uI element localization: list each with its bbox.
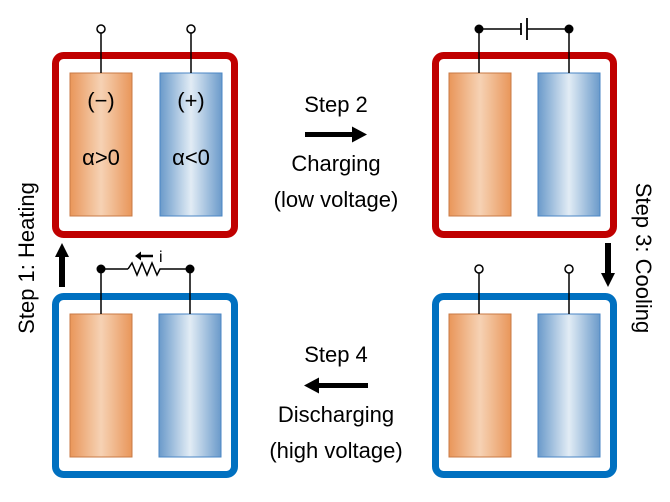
junction-dot-icon <box>96 264 106 274</box>
step4-desc-line2: (high voltage) <box>269 438 402 463</box>
cell-bottom-right <box>432 264 617 478</box>
open-terminal-icon <box>564 264 574 274</box>
step1-label: Step 1: Heating <box>14 182 39 334</box>
resistor-icon <box>127 261 163 277</box>
current-arrow-icon <box>135 251 153 261</box>
current-label: i <box>159 249 163 266</box>
battery-icon <box>520 18 528 40</box>
step3-arrow-down-icon <box>601 243 615 287</box>
positive-electrode <box>158 313 222 458</box>
open-terminal-icon <box>474 264 484 274</box>
step2-desc-line2: (low voltage) <box>274 187 399 212</box>
negative-electrode <box>448 72 512 217</box>
positive-electrode <box>159 72 223 217</box>
positive-electrode <box>537 72 601 217</box>
junction-dot-icon <box>564 24 574 34</box>
open-terminal-icon <box>186 24 196 34</box>
step1-arrow-up-icon <box>55 243 69 287</box>
step4-arrow-left-icon <box>304 377 368 394</box>
open-terminal-icon <box>96 24 106 34</box>
hot-frame <box>52 52 238 238</box>
step2-arrow-right-icon <box>305 126 367 143</box>
negative-sign-label: (−) <box>87 88 115 113</box>
cell-bottom-left: i <box>52 249 238 478</box>
negative-alpha-label: α>0 <box>82 145 120 170</box>
step2-desc-line1: Charging <box>291 151 380 176</box>
negative-electrode <box>448 313 512 458</box>
cell-top-right <box>432 18 617 238</box>
step3-label: Step 3: Cooling <box>631 183 656 333</box>
negative-electrode <box>69 313 133 458</box>
hot-frame <box>432 52 617 238</box>
step2-title: Step 2 <box>304 92 368 117</box>
junction-dot-icon <box>474 24 484 34</box>
step4-title: Step 4 <box>304 342 368 367</box>
junction-dot-icon <box>185 264 195 274</box>
cell-top-left: (−) (+) α>0 α<0 <box>52 24 238 238</box>
positive-alpha-label: α<0 <box>172 145 210 170</box>
positive-electrode <box>537 313 601 458</box>
positive-sign-label: (+) <box>177 88 205 113</box>
cold-frame <box>52 293 238 478</box>
cold-frame <box>432 293 617 478</box>
step4-desc-line1: Discharging <box>278 402 394 427</box>
